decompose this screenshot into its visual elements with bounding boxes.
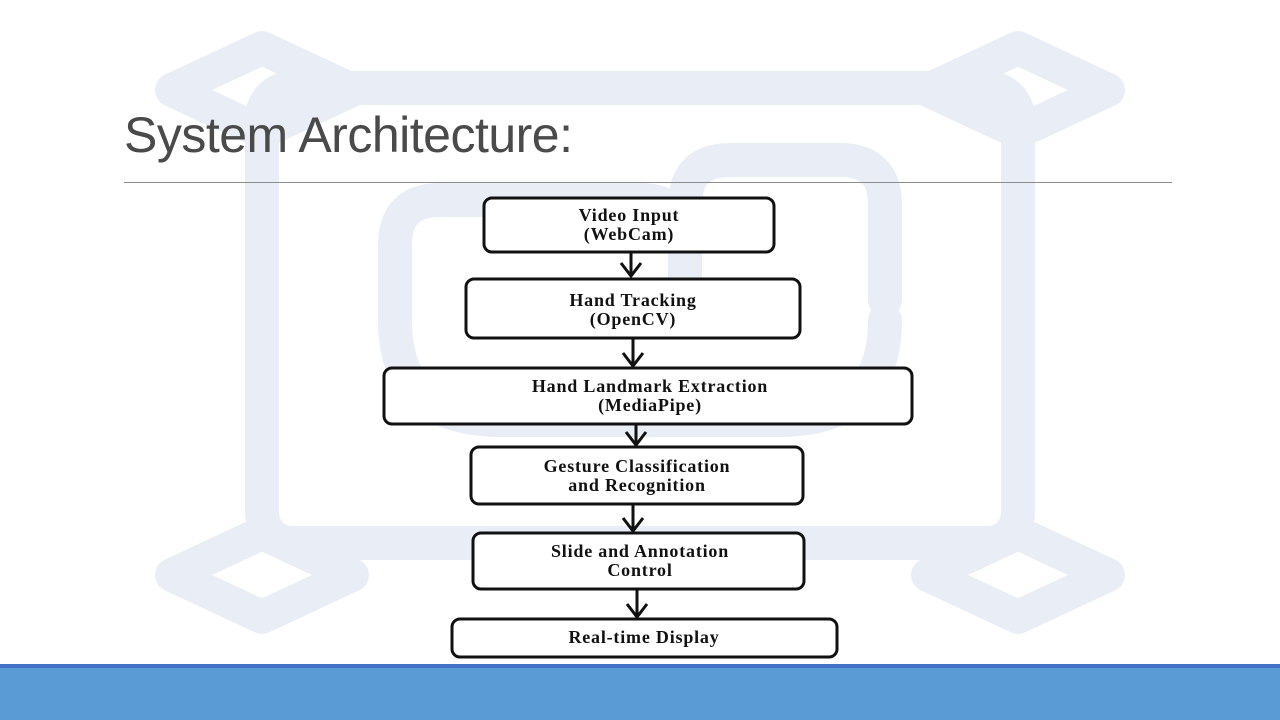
footer-band — [0, 664, 1280, 720]
flow-node-hand-landmark-extraction: Hand Landmark Extraction (MediaPipe) — [382, 366, 914, 426]
flow-node-gesture-classification: Gesture Classification and Recognition — [469, 445, 805, 506]
node-label-line: Real-time Display — [568, 627, 719, 647]
flow-arrow — [624, 424, 648, 448]
node-label-line: and Recognition — [568, 475, 706, 495]
node-label-line: (MediaPipe) — [598, 395, 702, 416]
node-label-line: Hand Tracking — [569, 290, 696, 310]
flow-node-slide-annotation-control: Slide and Annotation Control — [471, 531, 806, 591]
node-label-line: Slide and Annotation — [551, 541, 729, 561]
node-label-line: Hand Landmark Extraction — [532, 376, 768, 396]
node-label-line: Control — [607, 560, 672, 580]
flow-arrow — [625, 589, 649, 620]
slide-title: System Architecture: — [124, 107, 573, 163]
node-label-line: (WebCam) — [584, 224, 674, 245]
flow-node-real-time-display: Real-time Display — [450, 617, 839, 659]
node-label-line: Video Input — [579, 205, 680, 225]
title-divider — [124, 182, 1172, 183]
flow-arrows — [619, 252, 649, 620]
node-label-line: (OpenCV) — [590, 309, 676, 330]
flow-arrow — [621, 504, 645, 534]
flow-node-video-input: Video Input (WebCam) — [482, 196, 776, 254]
flow-arrow — [621, 338, 645, 369]
flow-node-hand-tracking: Hand Tracking (OpenCV) — [464, 277, 802, 340]
node-label-line: Gesture Classification — [544, 456, 731, 476]
flow-arrow — [619, 252, 643, 279]
